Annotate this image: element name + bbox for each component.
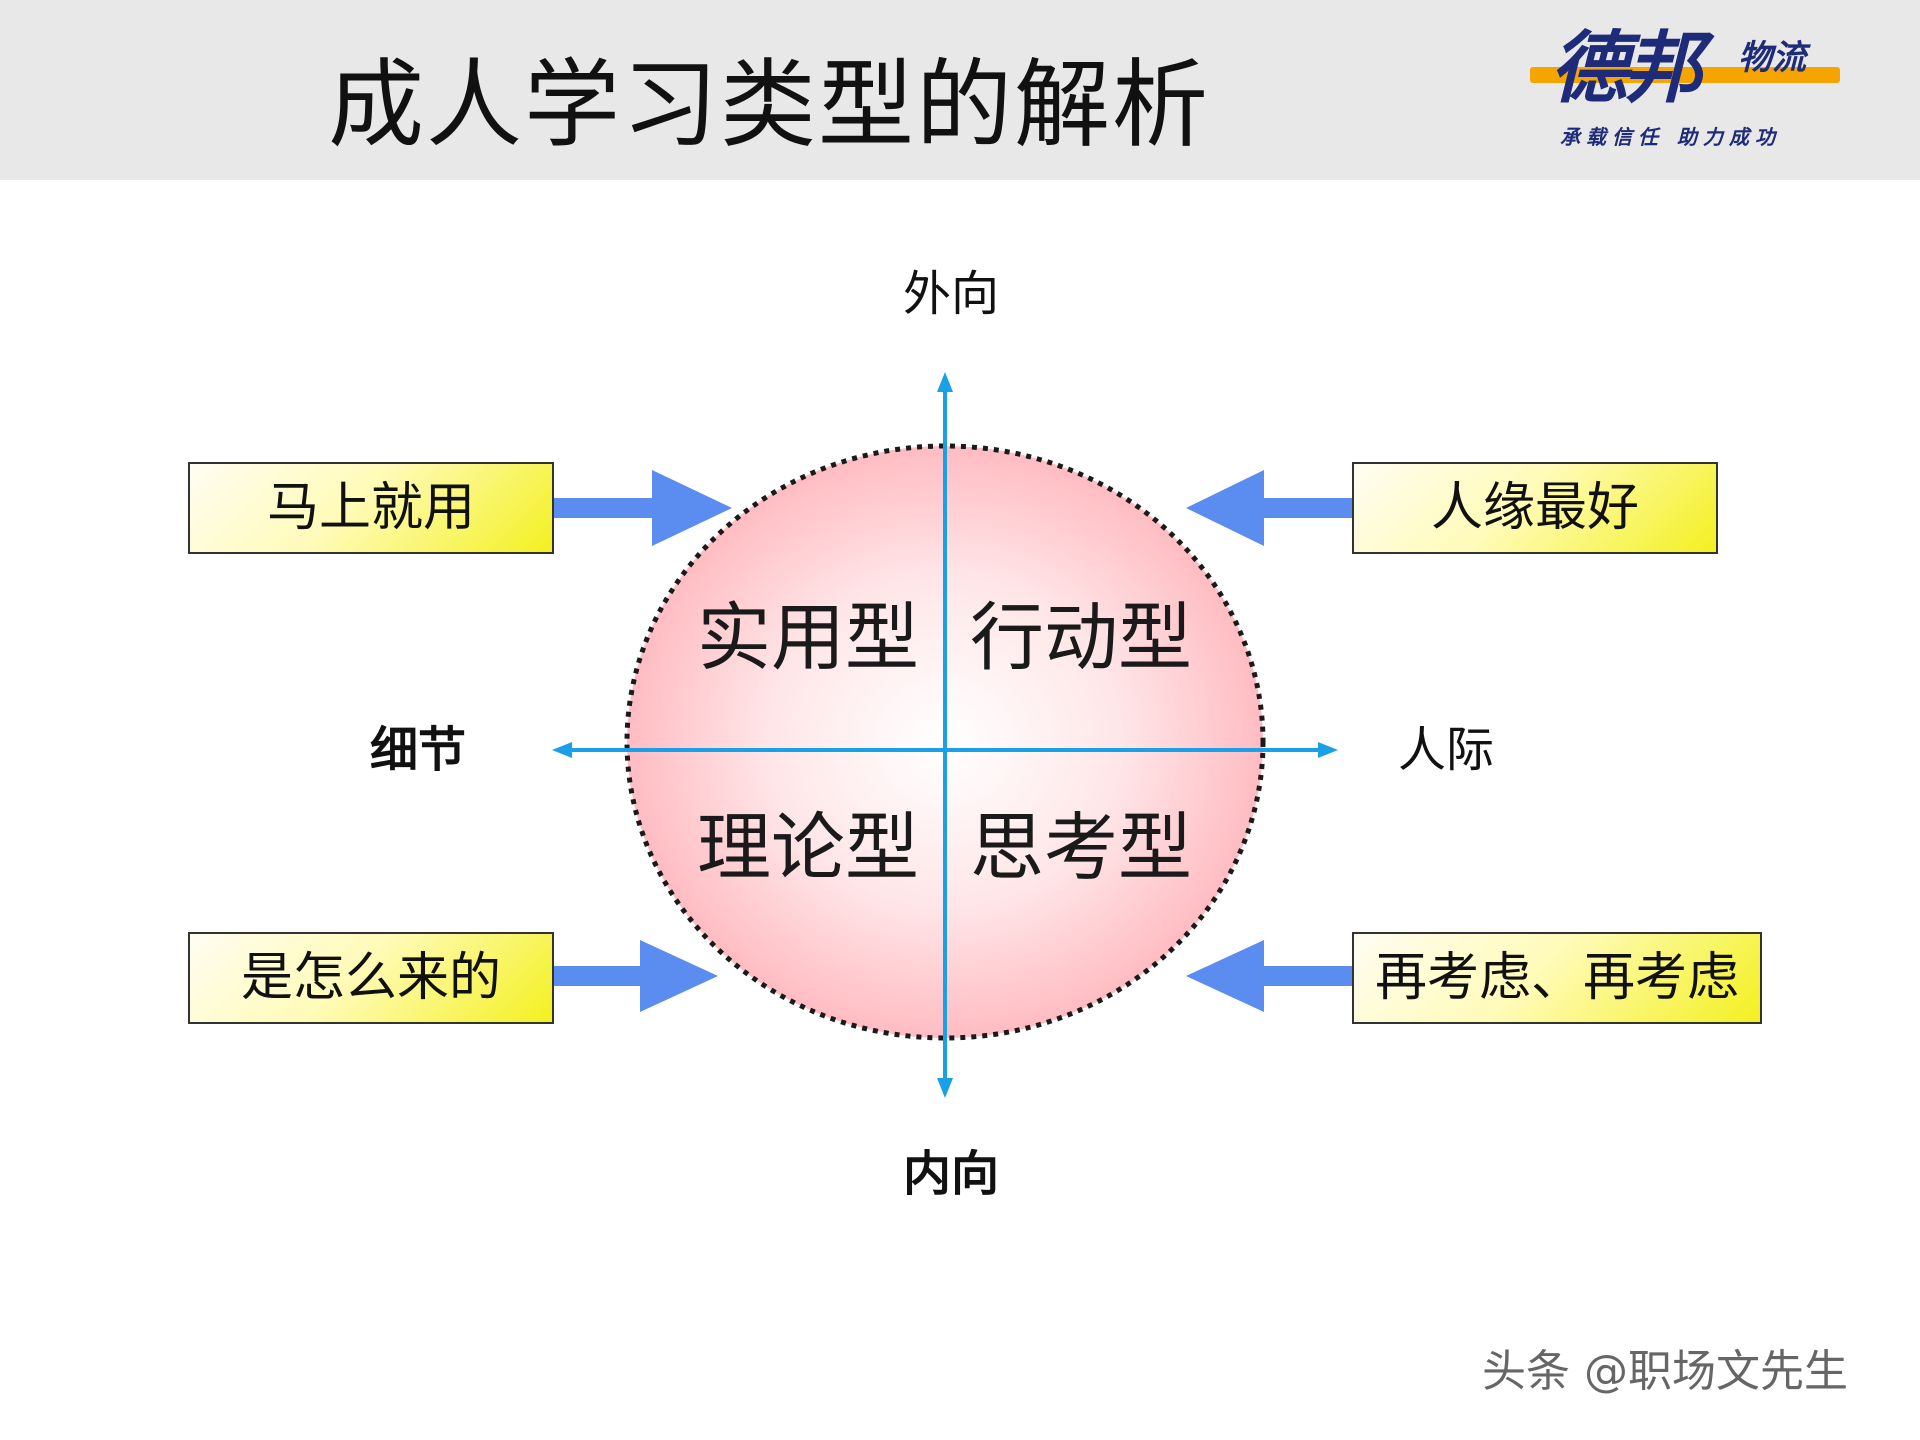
vertical-axis [937, 372, 953, 1098]
axis-label-bottom: 内向 [903, 1146, 1000, 1202]
axis-arrow-right-icon [1318, 742, 1338, 758]
callout-box-top-right: 人缘最好 [1352, 462, 1718, 554]
watermark-text: 头条 @职场文先生 [1482, 1346, 1848, 1397]
callout-box-top-left: 马上就用 [188, 462, 554, 554]
arrow-right-icon [552, 940, 718, 1012]
axis-arrow-left-icon [552, 742, 572, 758]
quadrant-label-bottom-left: 理论型 [697, 805, 919, 891]
logo-sub-text: 物流 [1738, 38, 1806, 78]
quadrant-label-top-left: 实用型 [697, 595, 919, 681]
axis-label-left: 细节 [370, 722, 467, 778]
axis-label-top: 外向 [903, 266, 1000, 322]
axis-arrow-down-icon [937, 1078, 953, 1098]
callout-box-bottom-right: 再考虑、再考虑 [1352, 932, 1762, 1024]
horizontal-axis [552, 742, 1338, 758]
axis-arrow-up-icon [937, 372, 953, 392]
axis-label-right: 人际 [1398, 722, 1495, 778]
arrow-left-icon [1186, 470, 1354, 546]
arrow-right-icon [552, 470, 732, 546]
page-title: 成人学习类型的解析 [328, 49, 1210, 161]
quadrant-label-bottom-right: 思考型 [970, 805, 1192, 891]
logo-main-text: 德邦 [1550, 24, 1702, 114]
logo-stripe [1530, 67, 1840, 83]
title-bar: 成人学习类型的解析 德邦 物流 承载信任 助力成功 [0, 0, 1920, 180]
logo-slogan: 承载信任 助力成功 [1560, 125, 1781, 149]
company-logo: 德邦 物流 承载信任 助力成功 [1520, 22, 1850, 162]
callout-box-bottom-left: 是怎么来的 [188, 932, 554, 1024]
arrow-left-icon [1186, 940, 1354, 1012]
quadrant-label-top-right: 行动型 [970, 595, 1192, 681]
